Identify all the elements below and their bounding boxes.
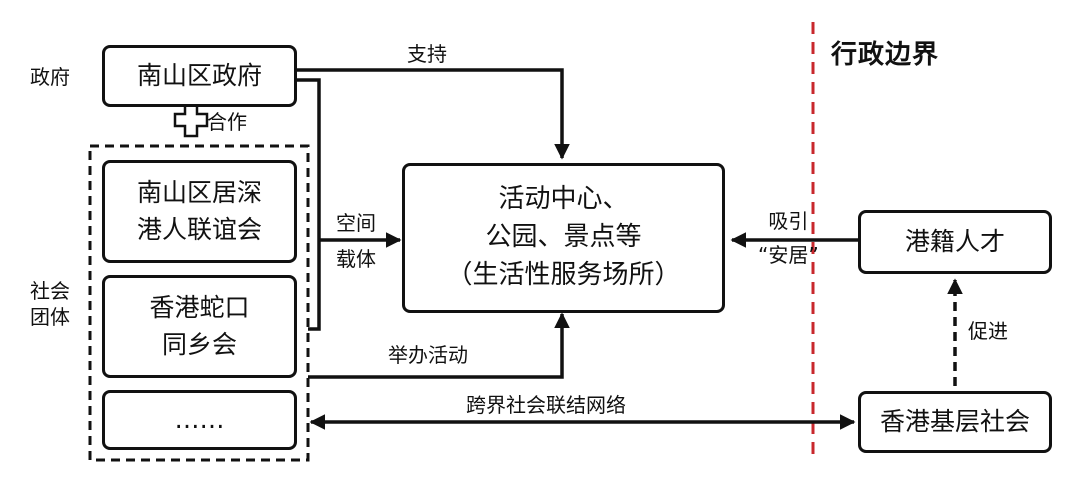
- space-carrier-bracket: [297, 78, 321, 331]
- attract-label-line1: 吸引: [768, 209, 809, 233]
- node-association-1-line2: 港人联谊会: [136, 214, 262, 244]
- node-association-2: 香港蛇口 同乡会: [102, 275, 297, 378]
- node-hk-talent: 港籍人才: [858, 210, 1052, 274]
- support-arrow: [297, 68, 570, 160]
- boundary-title: 行政边界: [831, 40, 940, 70]
- node-government-text: 南山区政府: [136, 60, 262, 90]
- promote-label: 促进: [968, 319, 1008, 343]
- node-association-1-line1: 南山区居深: [136, 178, 262, 208]
- activities-label: 举办活动: [388, 343, 468, 367]
- plus-icon: [173, 102, 209, 138]
- support-label: 支持: [407, 42, 447, 66]
- activities-arrow: [308, 312, 570, 379]
- cooperation-label: 合作: [207, 110, 247, 134]
- node-more-text: ……: [174, 404, 225, 434]
- node-center-line2: 公园、景点等: [485, 222, 642, 253]
- network-label: 跨界社会联结网络: [466, 393, 626, 417]
- social-groups-container: [88, 144, 310, 462]
- node-association-2-line1: 香港蛇口: [149, 293, 250, 323]
- node-grassroots-text: 香港基层社会: [879, 406, 1030, 436]
- node-association-2-line2: 同乡会: [161, 329, 237, 359]
- node-more: ……: [102, 390, 297, 450]
- node-center-line3: （生活性服务场所）: [446, 259, 681, 290]
- social-groups-label-line2: 团体: [30, 305, 70, 329]
- government-side-label: 政府: [30, 65, 70, 89]
- node-association-1: 南山区居深 港人联谊会: [102, 160, 297, 263]
- node-talent-text: 港籍人才: [904, 226, 1005, 256]
- node-hk-grassroots: 香港基层社会: [858, 391, 1052, 453]
- space-carrier-label-line1: 空间: [336, 211, 376, 235]
- node-center-line1: 活动中心、: [498, 184, 629, 215]
- social-groups-side-label: 社会 团体: [30, 278, 70, 330]
- attract-label-line2: “安居”: [758, 243, 819, 267]
- attract-label: 吸引 “安居”: [758, 208, 819, 268]
- node-government: 南山区政府: [102, 45, 297, 107]
- space-carrier-label: 空间 载体: [336, 210, 376, 272]
- social-groups-label-line1: 社会: [30, 279, 70, 303]
- space-carrier-label-line2: 载体: [336, 247, 376, 271]
- node-activity-center: 活动中心、 公园、景点等 （生活性服务场所）: [402, 163, 725, 313]
